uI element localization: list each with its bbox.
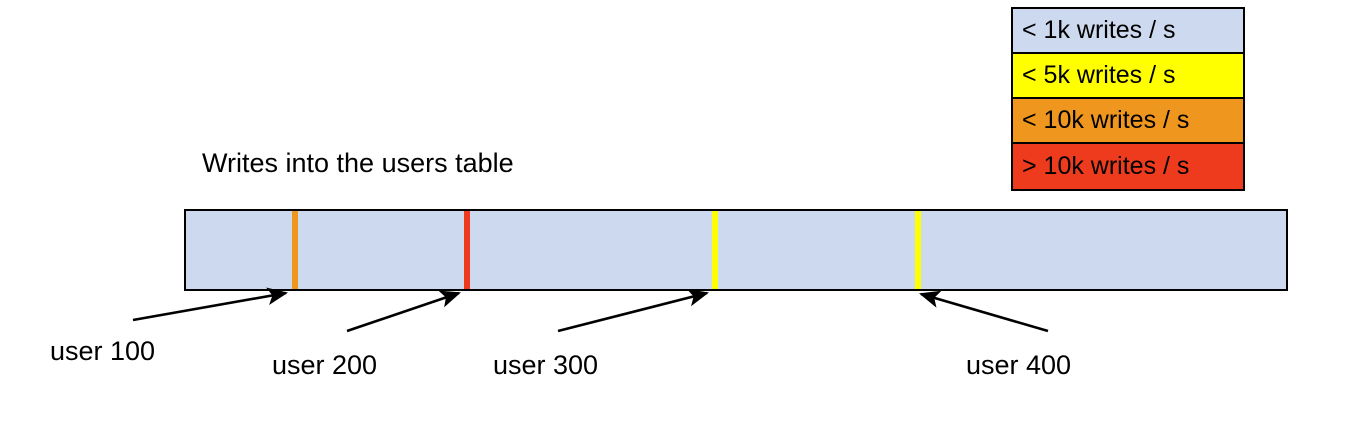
legend-label-under-5k: < 5k writes / s [1022,61,1176,89]
annotation-label-user-300: user 300 [493,350,599,380]
stripe-user-100 [292,211,298,289]
stripe-user-400 [915,211,921,289]
arrow-user-300 [557,289,710,333]
chart-title: Writes into the users table [202,148,514,178]
legend-row-under-5k: < 5k writes / s [1013,54,1243,99]
users-table-bar [184,209,1288,291]
arrow-user-100 [132,287,289,322]
stripe-user-300 [712,211,718,289]
legend-label-under-10k: < 10k writes / s [1022,106,1190,134]
arrow-user-200 [346,290,461,333]
legend-label-over-10k: > 10k writes / s [1022,152,1190,180]
writes-legend: < 1k writes / s < 5k writes / s < 10k wr… [1011,7,1245,191]
arrow-user-400 [919,290,1049,333]
legend-label-under-1k: < 1k writes / s [1022,16,1176,44]
annotation-label-user-400: user 400 [966,350,1072,380]
legend-row-under-1k: < 1k writes / s [1013,9,1243,54]
annotation-label-user-200: user 200 [272,350,378,380]
legend-row-over-10k: > 10k writes / s [1013,144,1243,189]
annotation-label-user-100: user 100 [50,336,156,366]
stripe-user-200 [464,211,470,289]
legend-row-under-10k: < 10k writes / s [1013,99,1243,144]
